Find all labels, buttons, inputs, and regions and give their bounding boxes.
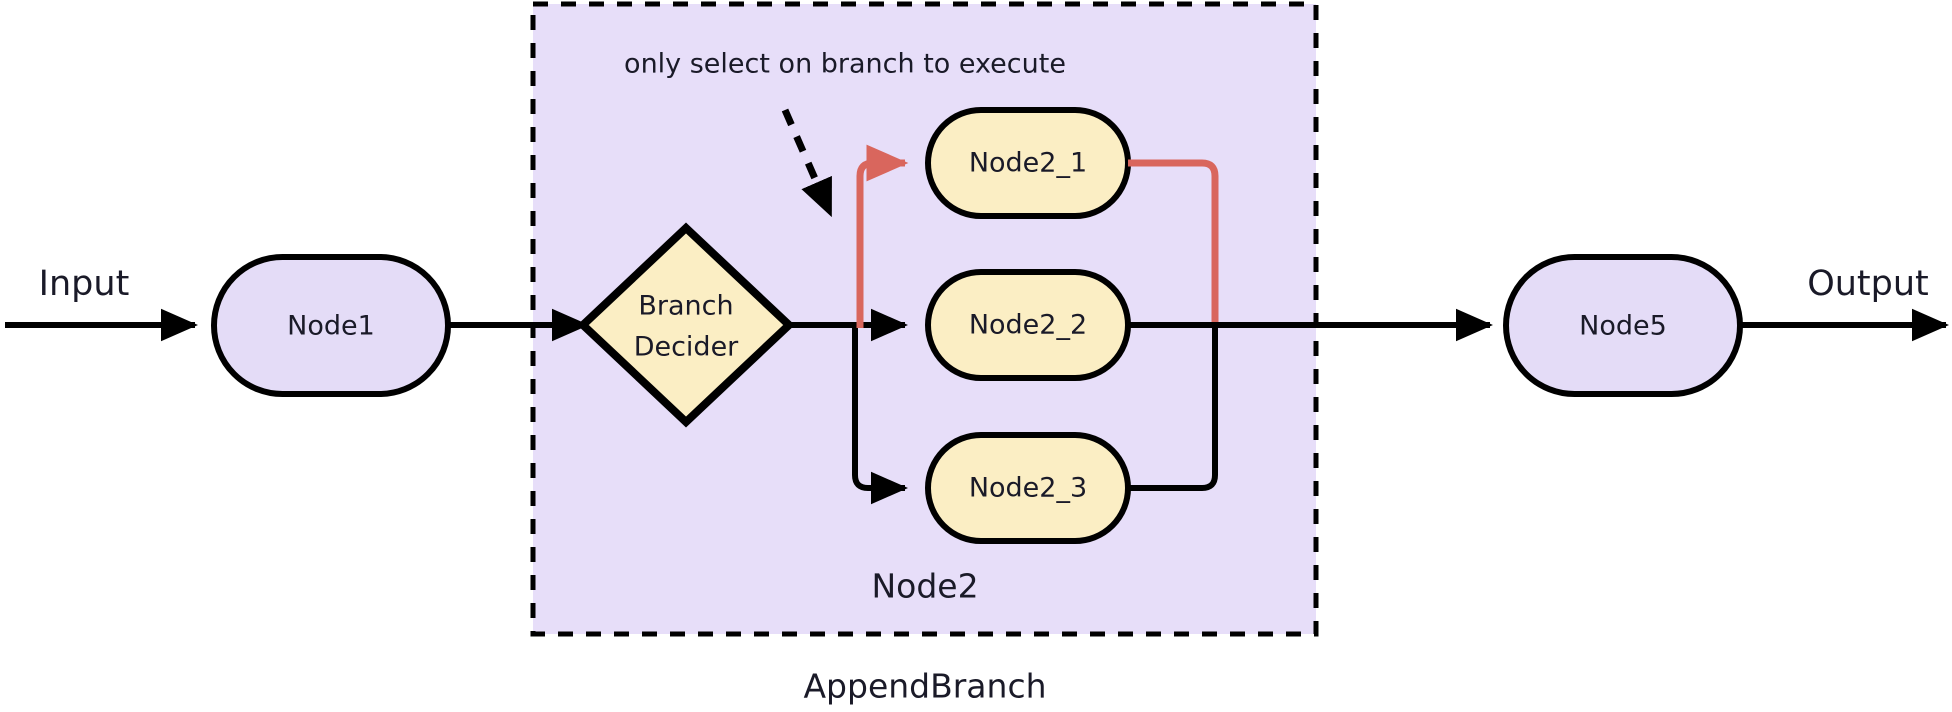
output-label: Output — [1807, 264, 1929, 304]
node-branch-decider-label-line1: Branch — [638, 291, 733, 322]
annotation-pointer-arrow — [781, 108, 834, 218]
annotation-label: only select on branch to execute — [624, 49, 1066, 80]
input-label: Input — [39, 264, 130, 304]
edge-node2-3-to-merge — [1128, 328, 1218, 491]
node-node2-2-label: Node2_2 — [969, 310, 1087, 341]
node-node2-1-label: Node2_1 — [969, 148, 1087, 179]
group-label-node2: Node2 — [871, 567, 978, 606]
edge-branch-to-node2-1-highlighted — [856, 144, 909, 328]
node-branch-decider-label-line2: Decider — [634, 332, 739, 363]
node-node1-label: Node1 — [287, 311, 375, 342]
edge-node2-1-to-merge-highlighted — [1128, 159, 1219, 322]
diagram-title-append-branch: AppendBranch — [803, 667, 1046, 706]
node-node5-label: Node5 — [1579, 311, 1667, 342]
node-node2-3-label: Node2_3 — [969, 473, 1087, 504]
node-branch-decider[interactable] — [577, 222, 795, 428]
edge-branch-to-node2-3 — [852, 325, 908, 505]
